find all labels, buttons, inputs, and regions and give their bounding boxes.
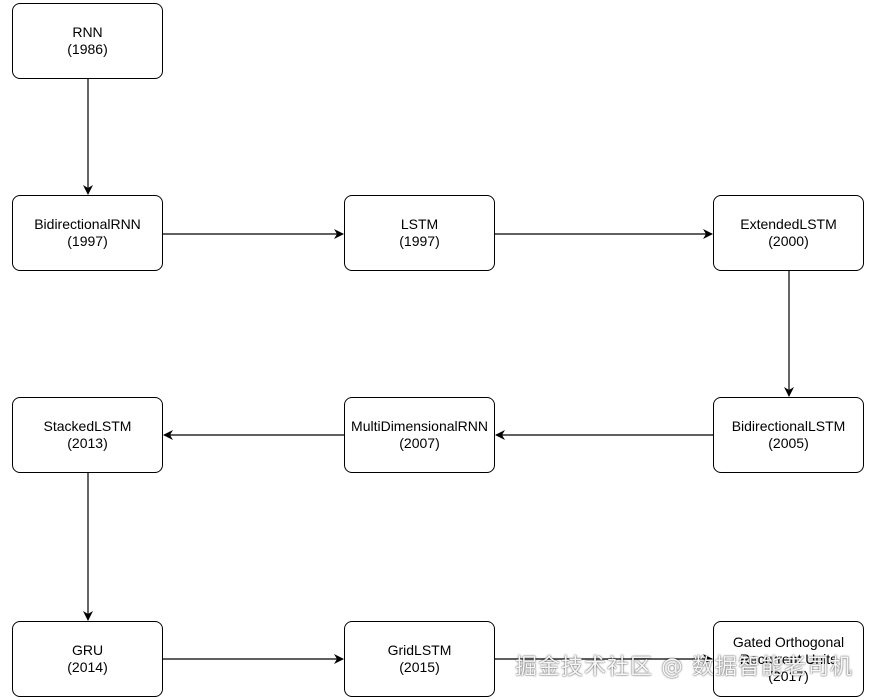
node-extended-lstm-name: ExtendedLSTM [740, 216, 837, 232]
node-multidimensional-rnn[interactable]: MultiDimensionalRNN (2007) [344, 397, 495, 473]
watermark: 掘金技术社区 @ 数据智能老司机 [515, 655, 853, 680]
node-goru-name-line1: Gated Orthogonal [732, 633, 845, 650]
node-gru[interactable]: GRU (2014) [12, 621, 163, 697]
node-bidirectional-rnn-name: BidirectionalRNN [34, 216, 141, 232]
node-bidirectional-lstm-name: BidirectionalLSTM [731, 418, 846, 434]
node-grid-lstm-name: GridLSTM [387, 642, 452, 658]
node-lstm[interactable]: LSTM (1997) [344, 195, 495, 271]
node-goru-name-line2: Recurrent Units [739, 650, 838, 667]
node-multidimensional-rnn-name: MultiDimensionalRNN [351, 418, 488, 434]
node-stacked-lstm-name: StackedLSTM [43, 418, 132, 434]
node-extended-lstm[interactable]: ExtendedLSTM (2000) [713, 195, 864, 271]
node-bidirectional-lstm[interactable]: BidirectionalLSTM (2005) [713, 397, 864, 473]
node-gru-year: (2014) [67, 659, 108, 675]
node-extended-lstm-year: (2000) [768, 233, 809, 249]
node-lstm-name: LSTM [400, 216, 439, 232]
node-grid-lstm[interactable]: GridLSTM (2015) [344, 621, 495, 697]
node-grid-lstm-year: (2015) [399, 659, 440, 675]
node-goru-year: (2017) [768, 667, 809, 684]
node-bidirectional-rnn[interactable]: BidirectionalRNN (1997) [12, 195, 163, 271]
node-rnn[interactable]: RNN (1986) [12, 3, 163, 79]
node-rnn-name: RNN [72, 24, 103, 40]
node-lstm-year: (1997) [399, 233, 440, 249]
node-multidimensional-rnn-year: (2007) [399, 435, 440, 451]
node-rnn-year: (1986) [67, 41, 108, 57]
node-gru-name: GRU [71, 642, 104, 658]
node-gated-orthogonal-recurrent-units[interactable]: Gated Orthogonal Recurrent Units (2017) [713, 621, 864, 697]
node-stacked-lstm-year: (2013) [67, 435, 108, 451]
node-bidirectional-lstm-year: (2005) [768, 435, 809, 451]
node-stacked-lstm[interactable]: StackedLSTM (2013) [12, 397, 163, 473]
node-bidirectional-rnn-year: (1997) [67, 233, 108, 249]
